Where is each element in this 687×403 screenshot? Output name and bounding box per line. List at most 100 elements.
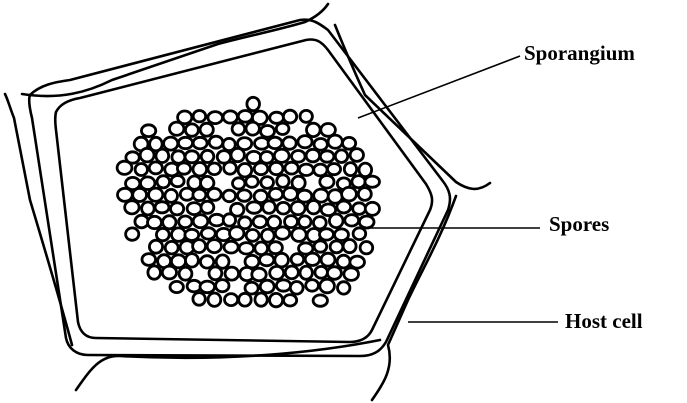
spore — [193, 240, 206, 253]
spore — [200, 281, 215, 293]
spore — [276, 280, 290, 291]
spore — [274, 149, 289, 162]
spore — [290, 282, 303, 295]
spore — [330, 241, 343, 253]
spore — [216, 280, 229, 292]
spore — [284, 295, 297, 306]
spore — [291, 254, 304, 266]
spore — [283, 137, 296, 149]
spore — [344, 163, 356, 176]
spore — [320, 229, 334, 240]
spore — [255, 293, 267, 306]
spore — [320, 151, 334, 162]
spore — [247, 97, 260, 110]
spore — [200, 256, 213, 268]
spore — [292, 228, 306, 241]
spore — [285, 162, 298, 174]
spore — [165, 241, 178, 254]
spore — [260, 280, 274, 293]
spore — [260, 254, 274, 266]
spore — [352, 176, 365, 188]
spores-label: Spores — [549, 212, 609, 237]
spore — [246, 176, 258, 187]
spore — [305, 253, 319, 265]
spore — [254, 163, 268, 175]
spore — [149, 240, 162, 253]
spore — [179, 267, 192, 280]
spore — [299, 216, 311, 228]
spore — [157, 176, 170, 188]
spore — [337, 201, 351, 213]
spore — [223, 111, 237, 123]
spore — [252, 268, 266, 281]
spore — [343, 240, 356, 253]
spore — [208, 293, 221, 306]
spore — [208, 163, 221, 175]
spore — [313, 217, 326, 229]
spore — [142, 202, 155, 215]
spore — [185, 124, 198, 136]
spore — [200, 123, 213, 136]
spore — [359, 216, 374, 228]
spore — [268, 137, 282, 148]
spore — [270, 293, 283, 306]
spore — [350, 149, 363, 162]
spore — [335, 150, 347, 163]
spore — [185, 151, 199, 163]
spore — [321, 253, 335, 266]
spores-cluster — [117, 97, 379, 306]
spore — [360, 242, 373, 254]
spore — [164, 137, 178, 150]
spore — [125, 201, 139, 214]
spore — [260, 152, 273, 164]
spore — [314, 241, 327, 252]
spore — [344, 268, 359, 281]
spore — [298, 136, 312, 148]
spore — [208, 188, 222, 200]
spore — [314, 164, 327, 176]
spore — [165, 189, 178, 202]
spore — [337, 255, 350, 268]
spore — [126, 228, 139, 240]
spore — [178, 137, 192, 148]
spore — [224, 162, 237, 174]
spore — [233, 178, 245, 189]
spore — [209, 136, 223, 148]
spore — [238, 111, 252, 123]
spore — [225, 267, 239, 280]
spore — [315, 266, 328, 278]
spore — [329, 214, 343, 228]
spore — [135, 164, 147, 176]
spore — [201, 228, 215, 239]
spore — [177, 163, 190, 174]
spore — [320, 279, 335, 293]
sporangium-label: Sporangium — [524, 41, 635, 66]
spore — [338, 282, 350, 294]
spore — [328, 135, 342, 148]
spore — [193, 215, 208, 228]
spore — [201, 150, 214, 162]
spore — [155, 202, 169, 213]
spore — [163, 216, 176, 229]
spore — [225, 294, 238, 306]
spore — [162, 266, 176, 279]
spore — [193, 189, 206, 201]
spore — [283, 188, 297, 201]
spore — [223, 214, 235, 226]
spore — [239, 293, 252, 306]
spore — [232, 123, 245, 135]
spore — [275, 227, 289, 239]
spore — [170, 122, 184, 135]
spore — [193, 293, 205, 306]
spore — [230, 227, 244, 240]
spore — [172, 228, 186, 241]
spore — [247, 202, 262, 213]
spore — [365, 176, 380, 187]
spore — [207, 240, 221, 253]
spore — [201, 201, 214, 213]
spore — [149, 188, 163, 201]
spore — [342, 187, 357, 201]
spore — [224, 241, 238, 253]
spore — [270, 112, 284, 123]
spore — [291, 202, 305, 215]
